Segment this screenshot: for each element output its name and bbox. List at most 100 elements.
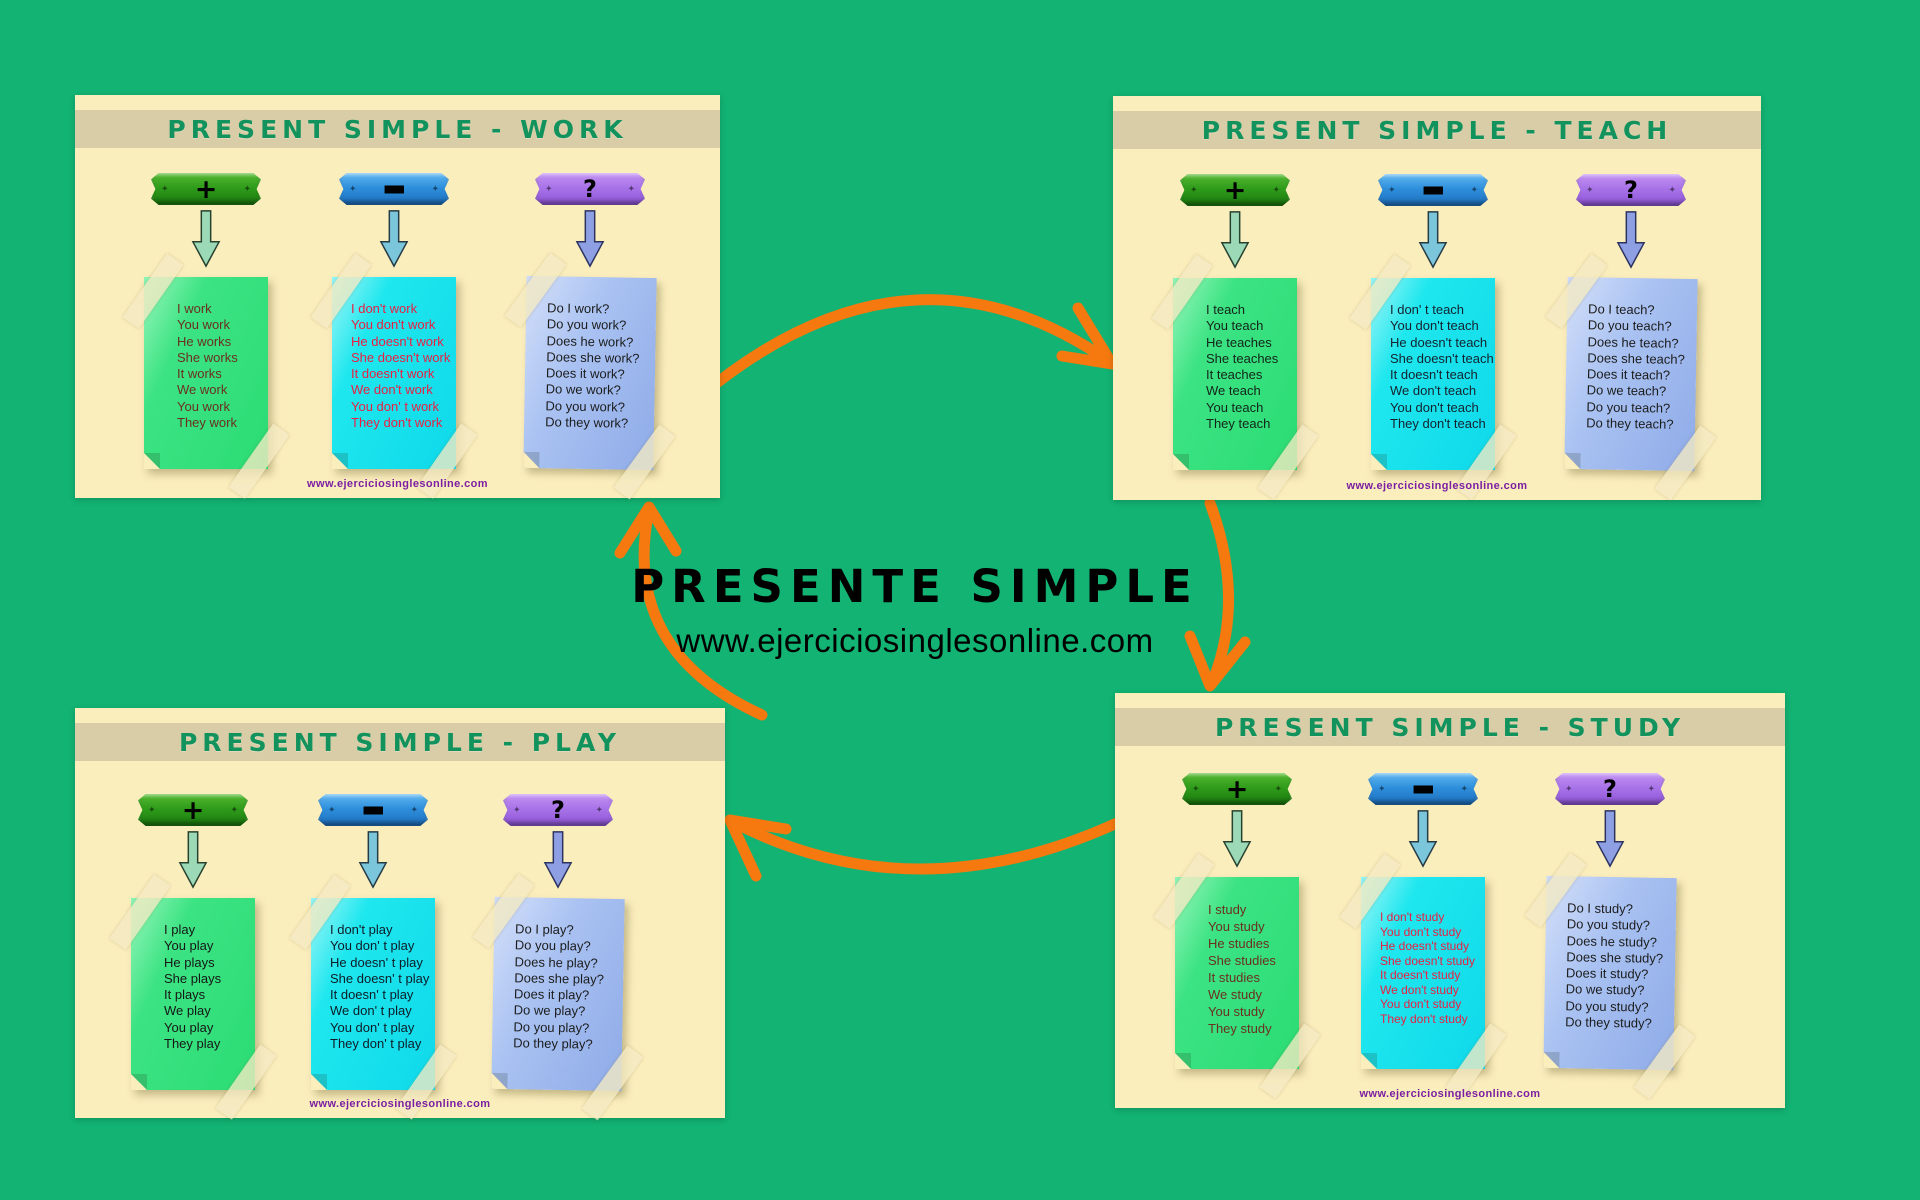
- question-note: Do I work?Do you work?Does he work?Does …: [504, 252, 676, 500]
- note-line: You don't teach: [1390, 399, 1479, 415]
- negative-badge: ✦ − ✦: [318, 794, 428, 826]
- note-line: Does he play?: [514, 953, 598, 971]
- note-line: Do you play?: [513, 1019, 590, 1036]
- form-column: ✦ ? ✦ Do I work?Do you work?Does he work…: [504, 173, 676, 500]
- question-badge: ✦ ? ✦: [1555, 773, 1665, 805]
- note-line: You work: [177, 317, 230, 333]
- note-line: They don' t play: [330, 1036, 422, 1052]
- star-icon: ✦: [513, 804, 521, 815]
- negative-badge: ✦ − ✦: [1368, 773, 1478, 805]
- down-arrow-icon: [379, 210, 409, 268]
- note-line: You don' t play: [330, 1019, 415, 1035]
- star-icon: ✦: [161, 183, 169, 194]
- panel-footer-url: www.ejerciciosinglesonline.com: [1359, 1088, 1541, 1100]
- star-icon: ✦: [1272, 184, 1280, 195]
- note-line: It works: [177, 366, 222, 382]
- panel-title: PRESENT SIMPLE - PLAY: [178, 727, 622, 757]
- negative-badge: ✦ − ✦: [339, 173, 449, 205]
- star-icon: ✦: [243, 183, 251, 194]
- note-line: It plays: [164, 987, 206, 1003]
- note-line: I don' t teach: [1390, 302, 1465, 317]
- note-line: Do we play?: [513, 1002, 586, 1019]
- note-line: I work: [177, 301, 212, 316]
- note-line: Do they work?: [545, 414, 629, 431]
- panel-titlebar: PRESENT SIMPLE - WORK: [75, 110, 720, 148]
- note-line: Do you play?: [514, 937, 591, 954]
- note-line: You don't work: [351, 317, 436, 333]
- note-line: It doesn't study: [1380, 968, 1461, 982]
- positive-badge: ✦ + ✦: [138, 794, 248, 826]
- note-line: I teach: [1206, 302, 1246, 317]
- note-line: Does it teach?: [1586, 366, 1671, 383]
- down-arrow-icon: [191, 210, 221, 268]
- note-line: Do you work?: [546, 316, 627, 333]
- star-icon: ✦: [1668, 184, 1676, 195]
- question-badge: ✦ ? ✦: [1576, 174, 1686, 206]
- negative-symbol: −: [1409, 748, 1437, 830]
- note-line: It doesn't teach: [1390, 367, 1478, 383]
- note-line: You don't study: [1380, 997, 1462, 1011]
- panel-title: PRESENT SIMPLE - WORK: [167, 114, 628, 144]
- panel-titlebar: PRESENT SIMPLE - PLAY: [75, 723, 725, 761]
- tape-strip: [1153, 853, 1215, 929]
- note-line: Do we study?: [1565, 981, 1645, 999]
- positive-symbol: +: [181, 794, 205, 826]
- negative-symbol: −: [380, 148, 408, 230]
- star-icon: ✦: [1192, 783, 1200, 794]
- note-line: Does she teach?: [1587, 350, 1685, 367]
- panel-titlebar: PRESENT SIMPLE - TEACH: [1113, 111, 1761, 149]
- note-line: Do I study?: [1567, 900, 1634, 917]
- down-arrow-icon: [1418, 211, 1448, 269]
- note-line: You don' t work: [351, 398, 440, 414]
- question-symbol: ?: [583, 175, 597, 203]
- note-line: I don't study: [1380, 910, 1445, 924]
- star-icon: ✦: [148, 804, 156, 815]
- note-line: We don't work: [351, 382, 433, 398]
- note-line: She doesn' t play: [330, 970, 430, 986]
- panel-footer-url: www.ejerciciosinglesonline.com: [307, 478, 488, 490]
- question-note: Do I teach?Do you teach?Does he teach?Do…: [1545, 253, 1717, 501]
- note-line: Do you work?: [545, 398, 626, 415]
- star-icon: ✦: [230, 804, 238, 815]
- down-arrow-icon: [1616, 211, 1646, 269]
- note-line: You don't study: [1380, 924, 1462, 939]
- question-symbol: ?: [551, 796, 565, 824]
- note-line: You don' t play: [330, 938, 415, 954]
- note-line: Do you study?: [1565, 998, 1649, 1015]
- note-line: I don't play: [330, 922, 393, 937]
- note-line: She works: [177, 349, 238, 365]
- panel-footer-url: www.ejerciciosinglesonline.com: [309, 1098, 491, 1110]
- star-icon: ✦: [410, 804, 418, 815]
- positive-symbol: +: [1225, 773, 1249, 805]
- note-line: Does she work?: [546, 349, 640, 366]
- question-note: Do I study?Do you study?Does he study?Do…: [1524, 852, 1696, 1100]
- note-line: I play: [164, 922, 196, 937]
- question-symbol: ?: [1624, 176, 1638, 204]
- down-arrow-icon: [575, 210, 605, 268]
- tape-strip: [1151, 254, 1213, 330]
- note-line: It doesn' t play: [330, 987, 414, 1003]
- note-line: He plays: [164, 954, 215, 970]
- note-line: You teach: [1206, 399, 1264, 415]
- note-line: Does she play?: [514, 970, 605, 987]
- positive-symbol: +: [194, 173, 218, 205]
- note-line: He works: [177, 333, 232, 349]
- star-icon: ✦: [1565, 783, 1573, 794]
- note-line: They play: [164, 1036, 221, 1052]
- note-line: They don't work: [351, 415, 443, 431]
- star-icon: ✦: [1274, 783, 1282, 794]
- note-line: It teaches: [1206, 367, 1263, 383]
- form-column: ✦ ? ✦ Do I study?Do you study?Does he st…: [1524, 773, 1696, 1100]
